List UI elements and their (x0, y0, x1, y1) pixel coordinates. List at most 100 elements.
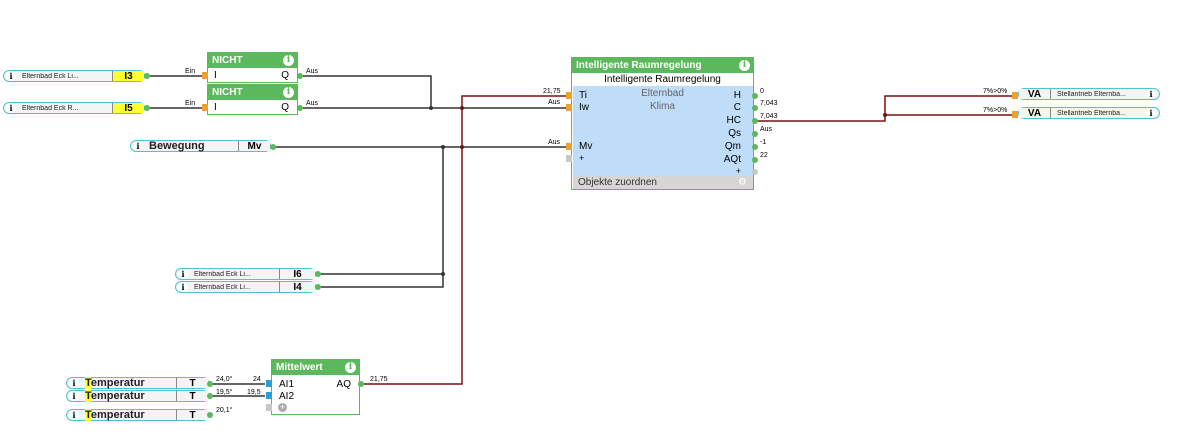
input-id: T (176, 391, 208, 402)
pin-i: I (214, 70, 217, 81)
info-icon[interactable]: i (133, 141, 143, 151)
input-i3[interactable]: i Elternbad Eck Li... I3 (3, 70, 145, 82)
input-i4[interactable]: i Elternbad Eck Li... I4 (175, 281, 316, 293)
input-port[interactable] (202, 104, 208, 111)
nicht1-in-value: Ein (185, 68, 196, 75)
temp3-value: 20,1° (216, 407, 233, 414)
qm-value: -1 (760, 139, 767, 146)
assign-objects-button[interactable]: Objekte zuordnen (573, 176, 753, 189)
info-icon[interactable]: i (1146, 108, 1156, 118)
plus-icon[interactable]: + (278, 402, 287, 412)
output-port-qs[interactable] (752, 131, 758, 137)
nicht2-in-value: Ein (185, 100, 196, 107)
block-subtitle: Intelligente Raumregelung (604, 74, 721, 85)
input-port-mv[interactable] (566, 143, 572, 150)
input-name: Elternbad Eck Li... (194, 283, 251, 291)
input-port-plus[interactable] (566, 155, 572, 162)
pin-q: Q (281, 102, 289, 113)
info-icon[interactable]: i (178, 282, 188, 292)
info-icon[interactable]: i (178, 269, 188, 279)
output-port-qm[interactable] (752, 144, 758, 150)
input-id: I5 (112, 103, 144, 114)
gear-icon[interactable]: ⚙ (738, 177, 747, 188)
input-i5[interactable]: i Elternbad Eck R... I5 (3, 102, 145, 114)
input-port-ai2[interactable] (266, 392, 272, 399)
temp2-value: 19,5° (216, 389, 233, 396)
input-temperatur-3[interactable]: i Temperatur T (66, 409, 209, 421)
pin-ai2: AI2 (279, 391, 295, 402)
output-port[interactable] (315, 271, 321, 277)
output-tag: VA (1019, 108, 1051, 119)
plus-icon[interactable]: + (735, 166, 741, 176)
input-bewegung[interactable]: i Bewegung Mv (130, 140, 271, 152)
input-name: Temperatur (85, 377, 145, 389)
output-port[interactable] (270, 144, 276, 150)
output-port[interactable] (315, 284, 321, 290)
info-icon[interactable]: i (69, 410, 79, 420)
output-name: Stellantrieb Elternba... (1057, 109, 1126, 117)
output-port-hc[interactable] (752, 118, 758, 124)
output-stellantrieb-1[interactable]: VA Stellantrieb Elternba... i (1018, 88, 1160, 100)
input-temperatur-2[interactable]: i Temperatur T (66, 390, 209, 402)
output-port-h[interactable] (752, 93, 758, 99)
output-port-plus[interactable] (752, 169, 758, 175)
output-port-c[interactable] (752, 105, 758, 111)
pin-qs: Qs (728, 128, 741, 139)
wire-nicht1-out (303, 75, 432, 108)
output-port[interactable] (297, 105, 303, 111)
output-port[interactable] (207, 412, 213, 418)
output-port[interactable] (297, 73, 303, 79)
input-name: Elternbad Eck Li... (22, 72, 79, 80)
input-port-iw[interactable] (566, 104, 572, 111)
plus-icon[interactable]: + (579, 153, 585, 163)
output-port-aq[interactable] (358, 381, 364, 387)
wire-aq-ti (362, 95, 566, 385)
input-name: Bewegung (149, 140, 205, 152)
mv-value: Aus (548, 139, 561, 146)
output-port[interactable] (207, 381, 213, 387)
info-icon[interactable]: i (283, 87, 294, 98)
output-port[interactable] (144, 105, 150, 111)
info-icon[interactable]: i (69, 391, 79, 401)
info-icon[interactable]: i (6, 71, 16, 81)
input-id: T (176, 410, 208, 421)
iw-value: Aus (548, 99, 561, 106)
input-port[interactable] (202, 72, 208, 79)
ti-value: 21,75 (543, 88, 561, 95)
output-port-aqt[interactable] (752, 157, 758, 163)
input-name: Elternbad Eck Li... (194, 270, 251, 278)
output-stellantrieb-2[interactable]: VA Stellantrieb Elternba... i (1018, 107, 1160, 119)
output-port[interactable] (207, 393, 213, 399)
info-icon[interactable]: i (6, 103, 16, 113)
input-temperatur-1[interactable]: i Temperatur T (66, 377, 209, 389)
input-id: I4 (279, 282, 315, 293)
h-value: 0 (760, 88, 764, 95)
info-icon[interactable]: i (739, 60, 750, 71)
out2-value: 7%>0% (983, 107, 1008, 114)
input-port[interactable] (1012, 111, 1018, 118)
input-i6[interactable]: i Elternbad Eck Li... I6 (175, 268, 316, 280)
pin-ai1: AI1 (279, 379, 295, 390)
input-port-plus[interactable] (266, 404, 272, 411)
qs-value: Aus (760, 126, 773, 133)
input-port-ti[interactable] (566, 92, 572, 99)
info-icon[interactable]: i (1146, 89, 1156, 99)
output-name: Stellantrieb Elternba... (1057, 90, 1126, 98)
input-port[interactable] (1012, 92, 1018, 99)
info-icon[interactable]: i (69, 378, 79, 388)
pin-aqt: AQt (723, 154, 741, 165)
wire-hc-out (755, 95, 1014, 122)
output-port[interactable] (144, 73, 150, 79)
aq-value: 21,75 (370, 376, 388, 383)
info-icon[interactable]: i (345, 362, 356, 373)
info-icon[interactable]: i (283, 55, 294, 66)
category-label: Klima (649, 101, 675, 112)
input-port-ai1[interactable] (266, 380, 272, 387)
